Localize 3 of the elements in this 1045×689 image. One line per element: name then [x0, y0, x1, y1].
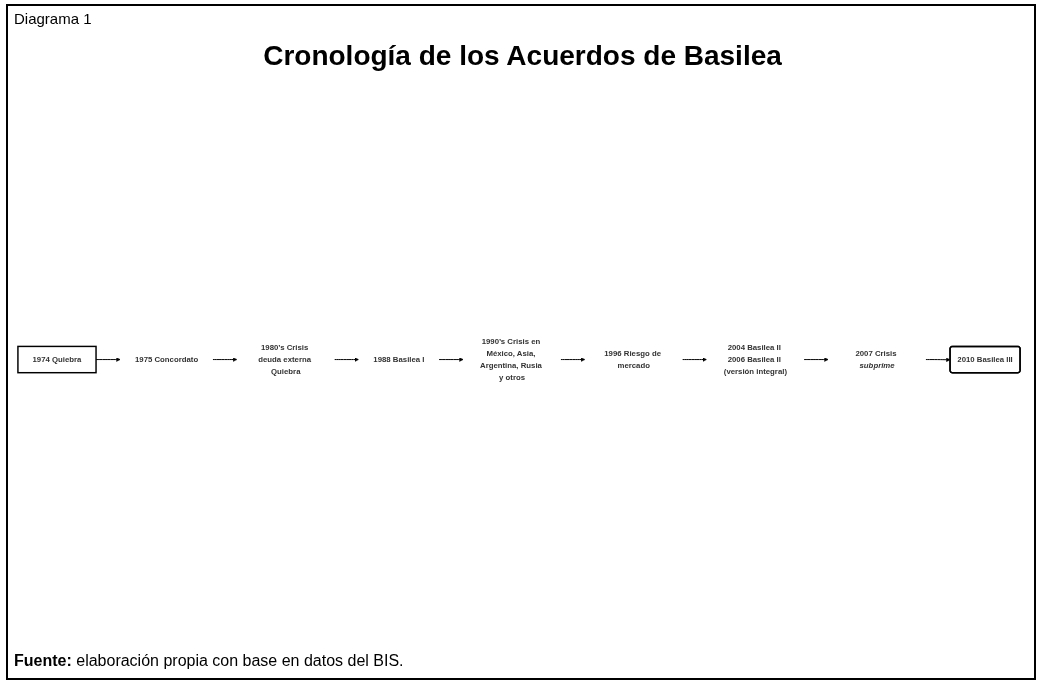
title: Cronología de los Acuerdos de Basilea — [262, 40, 783, 72]
source-caption: Fuente: elaboración propia con base en datos del BIS. — [14, 652, 404, 670]
diagram-number: Diagrama 1 — [14, 10, 92, 27]
